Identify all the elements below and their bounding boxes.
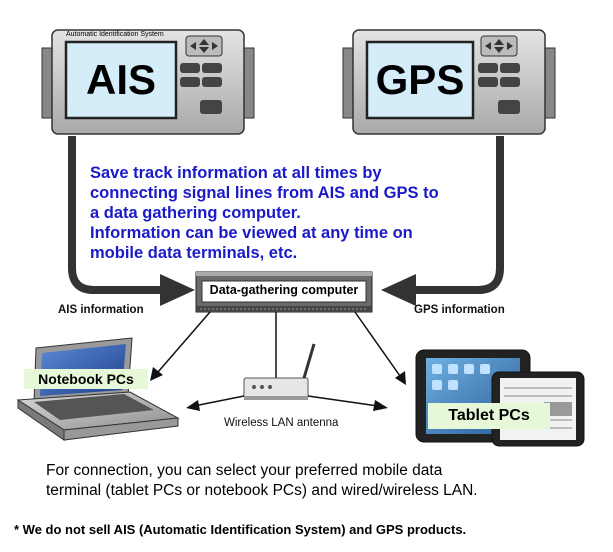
gps-information-label: GPS information — [414, 304, 505, 316]
ais-arrow — [160, 274, 195, 306]
wireless-antenna — [243, 343, 316, 400]
tablet-pcs — [415, 349, 585, 447]
gps-screen — [365, 40, 475, 120]
connection-text: For connection, you can select your pref… — [46, 461, 478, 501]
description-line: Information can be viewed at any time on — [90, 224, 413, 242]
description-line: mobile data terminals, etc. — [90, 244, 298, 262]
ais-cable — [68, 136, 166, 294]
gps-cable — [410, 136, 504, 294]
notebook-pc — [16, 337, 180, 441]
ais-information-label: AIS information — [58, 304, 144, 316]
description-line: Save track information at all times by — [90, 164, 382, 182]
connection-line: terminal (tablet PCs or notebook PCs) an… — [46, 482, 478, 499]
footnote: * We do not sell AIS (Automatic Identifi… — [14, 522, 467, 537]
gps-arrow — [381, 274, 416, 306]
ais-screen — [64, 40, 178, 120]
description-line: connecting signal lines from AIS and GPS… — [90, 184, 439, 202]
notebook-pcs-tag: Notebook PCs — [24, 369, 148, 389]
description-line: a data gathering computer. — [90, 204, 301, 222]
ais-screen-label: AIS — [85, 56, 156, 103]
wireless-antenna-label: Wireless LAN antenna — [224, 417, 339, 429]
connection-line: For connection, you can select your pref… — [46, 462, 443, 479]
tablet-pcs-tag: Tablet PCs — [428, 403, 550, 429]
description-block: Save track information at all times by c… — [90, 163, 439, 263]
ais-device — [41, 29, 255, 135]
ais-header-caption: Automatic Identification System — [66, 31, 164, 38]
gps-screen-label: GPS — [375, 56, 465, 103]
computer-label: Data-gathering computer — [209, 283, 359, 297]
data-gathering-computer — [195, 271, 373, 313]
gps-device — [342, 29, 556, 135]
